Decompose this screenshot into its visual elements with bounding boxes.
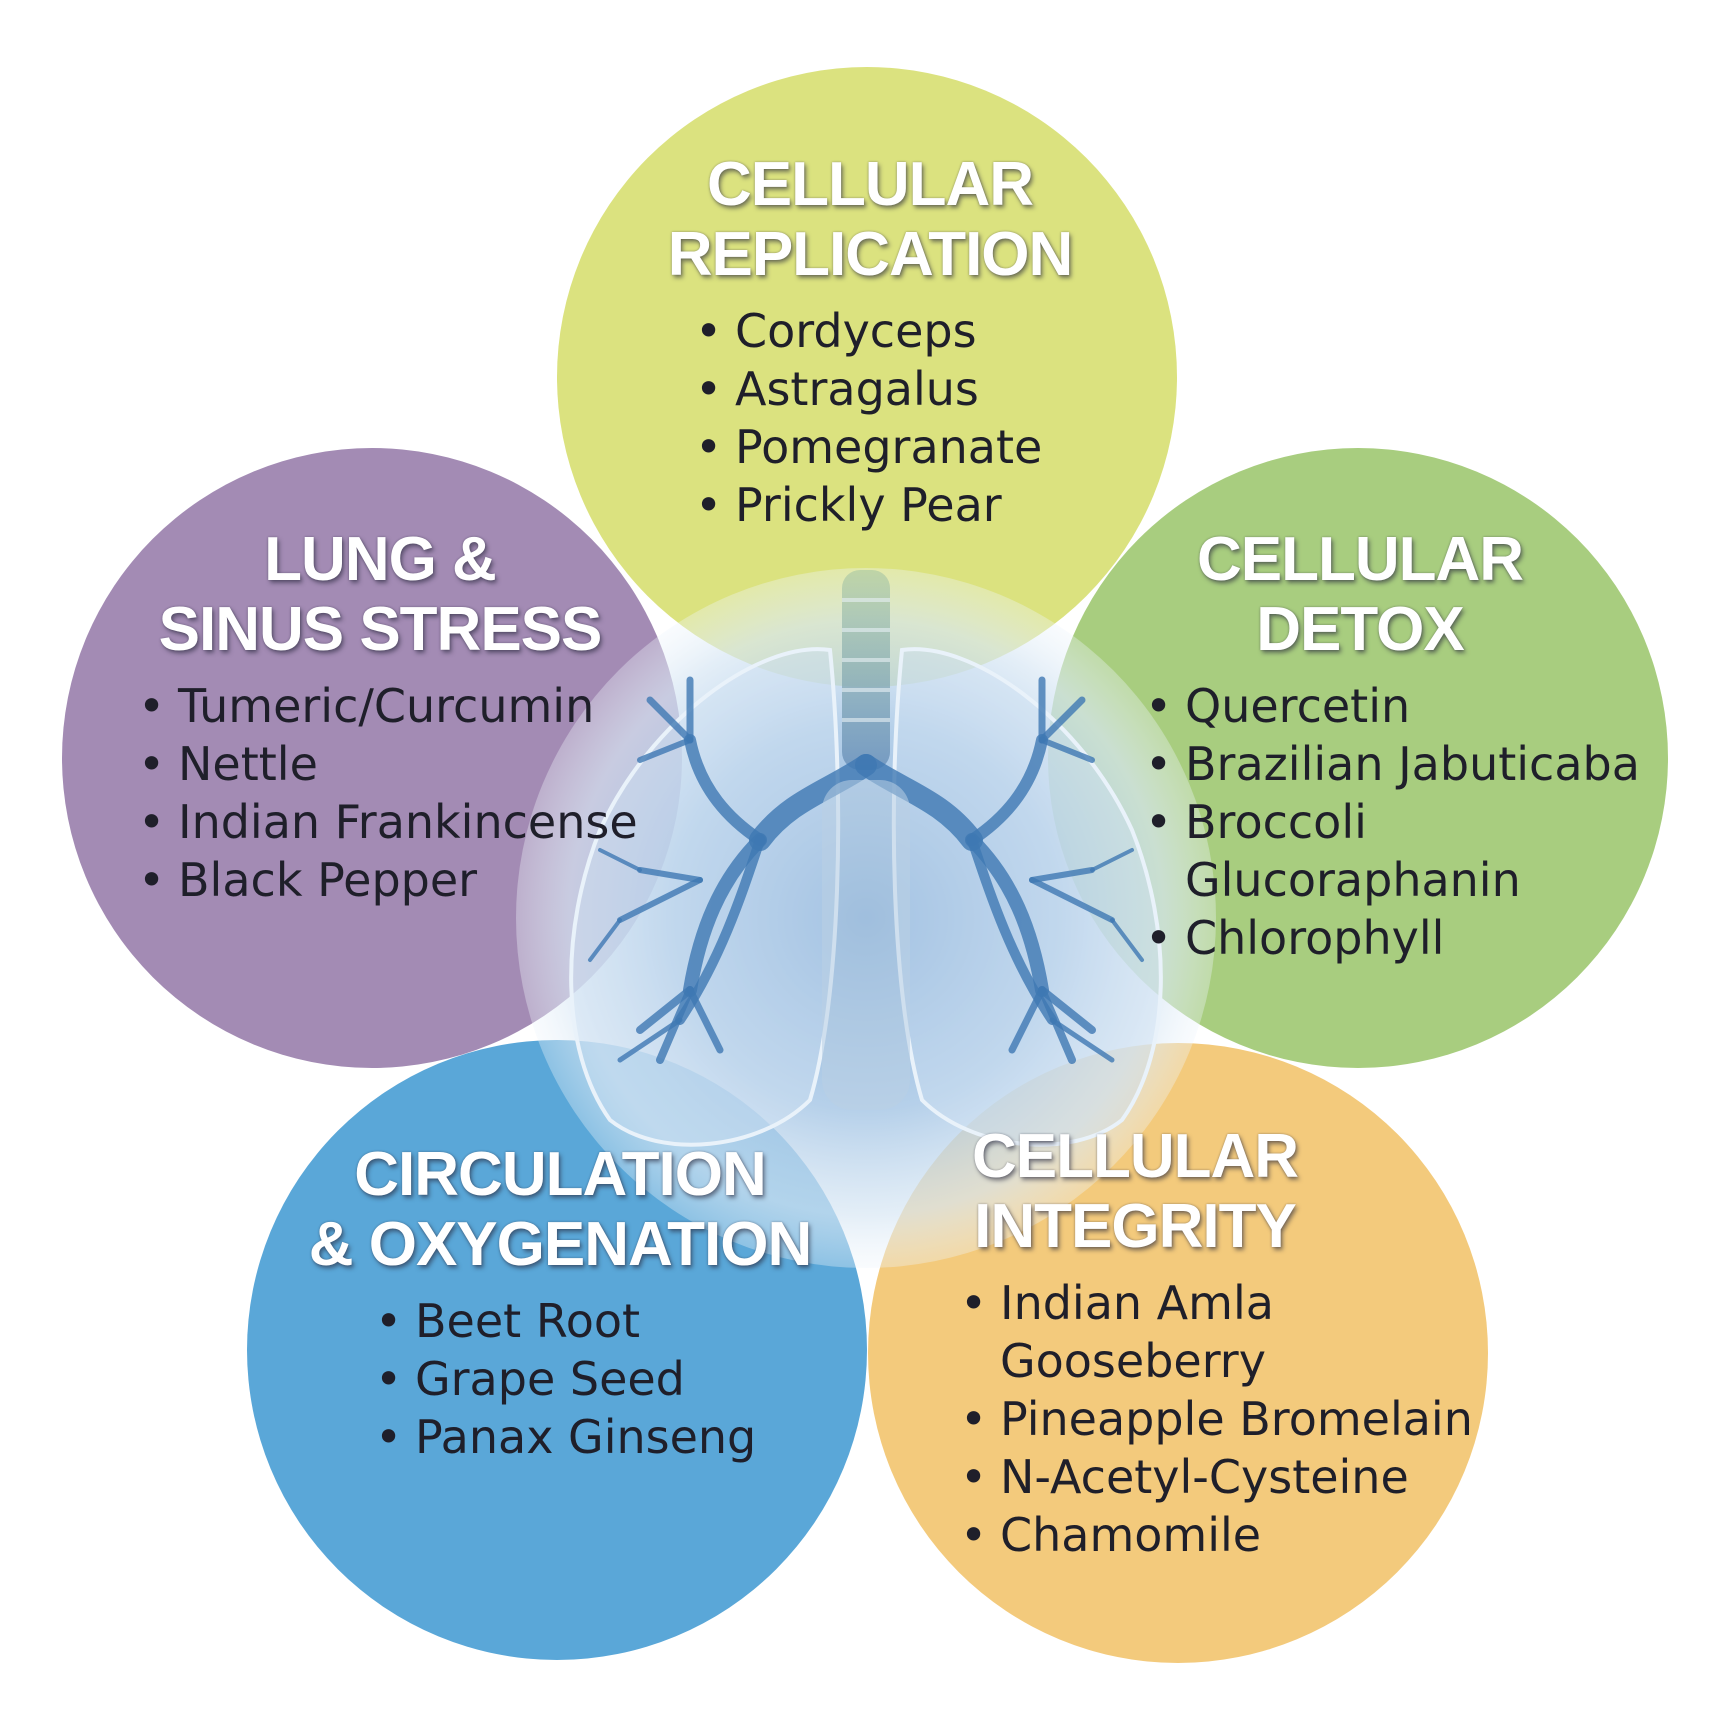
list-item: Cordyceps (695, 302, 1140, 360)
list-item: Indian Amla (960, 1274, 1480, 1332)
list-item: Black Pepper (138, 851, 660, 909)
title-cellular-detox: CELLULAR DETOX (1120, 525, 1600, 665)
ingredient-list: Tumeric/Curcumin Nettle Indian Frankince… (138, 677, 660, 909)
section-cellular-detox: CELLULAR DETOX Quercetin Brazilian Jabut… (1120, 525, 1710, 967)
bronchial-tree (588, 676, 1144, 1064)
list-item: Astragalus (695, 360, 1140, 418)
ingredient-list: Quercetin Brazilian Jabuticaba Broccoli … (1145, 677, 1710, 967)
title-line-1: CELLULAR (1196, 525, 1524, 594)
title-line-2: & OXYGENATION (308, 1210, 813, 1279)
list-item: Chlorophyll (1145, 909, 1710, 967)
list-item: Quercetin (1145, 677, 1710, 735)
title-circulation-oxygenation: CIRCULATION & OXYGENATION (260, 1140, 860, 1280)
title-line-2: INTEGRITY (974, 1192, 1297, 1261)
list-item: Tumeric/Curcumin (138, 677, 660, 735)
list-item: Chamomile (960, 1506, 1480, 1564)
title-line-1: LUNG & (264, 525, 497, 594)
title-line-1: CIRCULATION (354, 1140, 766, 1209)
list-item-continuation: Gooseberry (1000, 1334, 1266, 1388)
mediastinum (822, 780, 910, 1110)
list-item-continuation: Glucoraphanin (1185, 853, 1521, 907)
list-item: N-Acetyl-Cysteine (960, 1448, 1480, 1506)
title-line-2: REPLICATION (667, 220, 1074, 289)
ingredient-list: Beet Root Grape Seed Panax Ginseng (375, 1292, 860, 1466)
trachea-rings (842, 598, 890, 722)
list-item: Pineapple Bromelain (960, 1390, 1480, 1448)
list-item: Beet Root (375, 1292, 860, 1350)
list-item: Prickly Pear (695, 476, 1140, 534)
list-item: Indian Frankincense (138, 793, 660, 851)
section-cellular-integrity: CELLULAR INTEGRITY Indian Amla Gooseberr… (920, 1122, 1480, 1564)
ingredient-list: Indian Amla Gooseberry Pineapple Bromela… (960, 1274, 1480, 1564)
title-line-1: CELLULAR (971, 1122, 1299, 1191)
list-item: Pomegranate (695, 418, 1140, 476)
list-item: Brazilian Jabuticaba (1145, 735, 1710, 793)
list-item: Broccoli (1145, 793, 1710, 851)
title-lung-sinus-stress: LUNG & SINUS STRESS (100, 525, 660, 665)
title-line-2: DETOX (1256, 595, 1464, 664)
list-item: Nettle (138, 735, 660, 793)
title-cellular-integrity: CELLULAR INTEGRITY (920, 1122, 1350, 1262)
title-line-2: SINUS STRESS (158, 595, 603, 664)
section-cellular-replication: CELLULAR REPLICATION Cordyceps Astragalu… (600, 150, 1140, 534)
title-cellular-replication: CELLULAR REPLICATION (600, 150, 1140, 290)
section-circulation-oxygenation: CIRCULATION & OXYGENATION Beet Root Grap… (260, 1140, 860, 1466)
list-item: Grape Seed (375, 1350, 860, 1408)
list-item: Panax Ginseng (375, 1408, 860, 1466)
ingredient-list: Cordyceps Astragalus Pomegranate Prickly… (695, 302, 1140, 534)
section-lung-sinus-stress: LUNG & SINUS STRESS Tumeric/Curcumin Net… (100, 525, 660, 909)
title-line-1: CELLULAR (706, 150, 1034, 219)
